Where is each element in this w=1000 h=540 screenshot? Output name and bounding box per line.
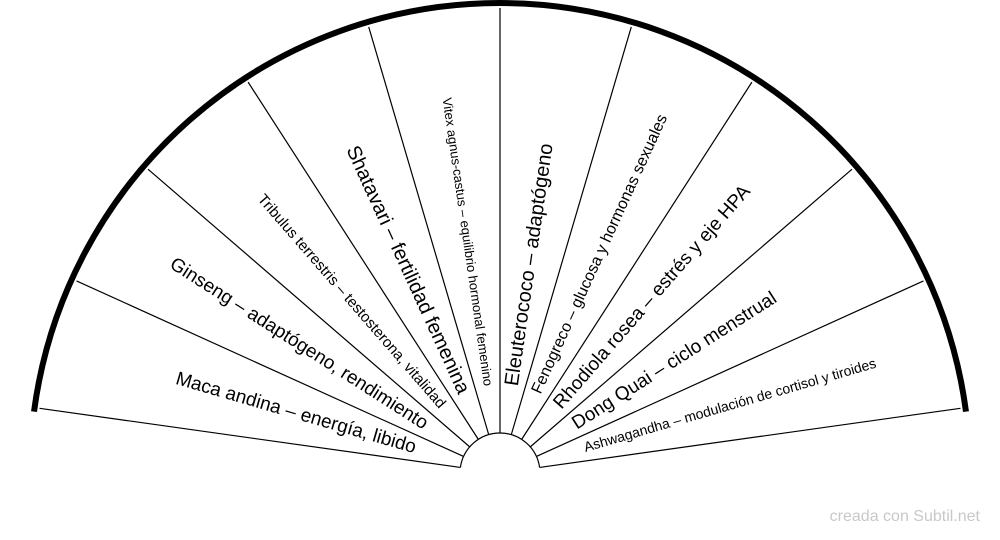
sector-divider (247, 81, 479, 440)
sector-divider (368, 26, 490, 435)
sector-divider (536, 280, 924, 458)
sector-divider (539, 407, 961, 469)
sector-divider (521, 81, 753, 440)
sector-divider (510, 26, 632, 435)
sector-label: Ashwagandha – modulación de cortisol y t… (582, 355, 878, 455)
sector-divider (76, 280, 464, 458)
credit-text: creada con Subtil.net (829, 508, 980, 525)
outer-arc (31, 0, 969, 413)
center-hub-arc (459, 432, 541, 468)
sector-divider (529, 168, 853, 448)
sector-dividers (39, 8, 961, 469)
sector-divider (147, 168, 471, 448)
sector-divider (39, 407, 461, 469)
